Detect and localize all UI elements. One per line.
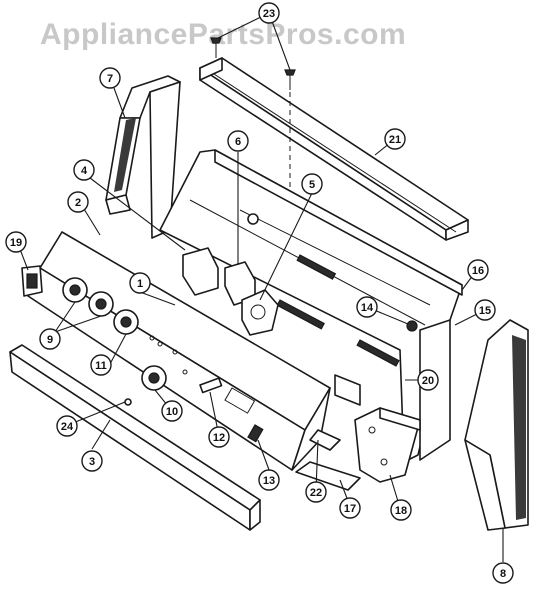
svg-text:7: 7 <box>107 73 113 85</box>
callout-13: 13 <box>258 469 280 491</box>
svg-text:12: 12 <box>213 432 225 444</box>
callout-23: 23 <box>258 2 280 24</box>
callout-15: 15 <box>474 299 496 321</box>
callout-8: 8 <box>492 562 514 584</box>
callout-24: 24 <box>56 415 78 437</box>
callout-21: 21 <box>384 128 406 150</box>
svg-text:4: 4 <box>81 165 88 177</box>
svg-text:24: 24 <box>61 421 74 433</box>
svg-text:19: 19 <box>10 237 22 249</box>
svg-text:3: 3 <box>89 456 95 468</box>
part-right-end-cap <box>464 319 529 531</box>
callout-7: 7 <box>99 67 121 89</box>
callout-4: 4 <box>73 159 95 181</box>
svg-text:20: 20 <box>422 375 434 387</box>
svg-text:5: 5 <box>309 179 315 191</box>
callout-14: 14 <box>356 296 378 318</box>
svg-text:23: 23 <box>263 8 275 20</box>
callout-2: 2 <box>67 191 89 213</box>
svg-text:8: 8 <box>500 568 506 580</box>
svg-text:14: 14 <box>361 302 374 314</box>
part-trim-strip <box>9 344 261 531</box>
callout-6: 6 <box>227 130 249 152</box>
svg-text:13: 13 <box>263 475 275 487</box>
part-rocker-switch <box>21 265 43 297</box>
svg-text:1: 1 <box>137 278 143 290</box>
svg-text:16: 16 <box>472 265 484 277</box>
svg-text:21: 21 <box>389 134 401 146</box>
part-lower-strip <box>295 429 361 491</box>
part-control-panel <box>27 231 331 471</box>
part-back-panel <box>159 149 463 463</box>
part-side-bracket <box>354 407 421 483</box>
callout-16: 16 <box>467 259 489 281</box>
callout-3: 3 <box>81 450 103 472</box>
part-screw <box>210 37 296 90</box>
callout-5: 5 <box>301 173 323 195</box>
svg-text:6: 6 <box>235 136 241 148</box>
leader-lines <box>17 12 504 562</box>
svg-text:15: 15 <box>479 305 491 317</box>
part-push-button <box>199 377 223 394</box>
callout-18: 18 <box>390 499 412 521</box>
part-top-bracket <box>199 57 469 241</box>
svg-text:9: 9 <box>47 334 53 346</box>
callout-17: 17 <box>339 497 361 519</box>
callout-22: 22 <box>305 481 327 503</box>
callout-11: 11 <box>90 354 112 376</box>
part-knobs <box>62 277 167 391</box>
callout-12: 12 <box>208 426 230 448</box>
callout-9: 9 <box>39 328 61 350</box>
callout-10: 10 <box>161 400 183 422</box>
svg-text:22: 22 <box>310 487 322 499</box>
callout-19: 19 <box>5 231 27 253</box>
svg-text:17: 17 <box>344 503 356 515</box>
svg-text:18: 18 <box>395 505 407 517</box>
svg-text:10: 10 <box>166 406 178 418</box>
callout-1: 1 <box>129 272 151 294</box>
part-switch-modules <box>182 247 279 336</box>
watermark-text: AppliancePartsPros.com <box>40 18 406 51</box>
callout-20: 20 <box>417 369 439 391</box>
svg-text:2: 2 <box>75 197 81 209</box>
svg-text:11: 11 <box>95 360 107 372</box>
